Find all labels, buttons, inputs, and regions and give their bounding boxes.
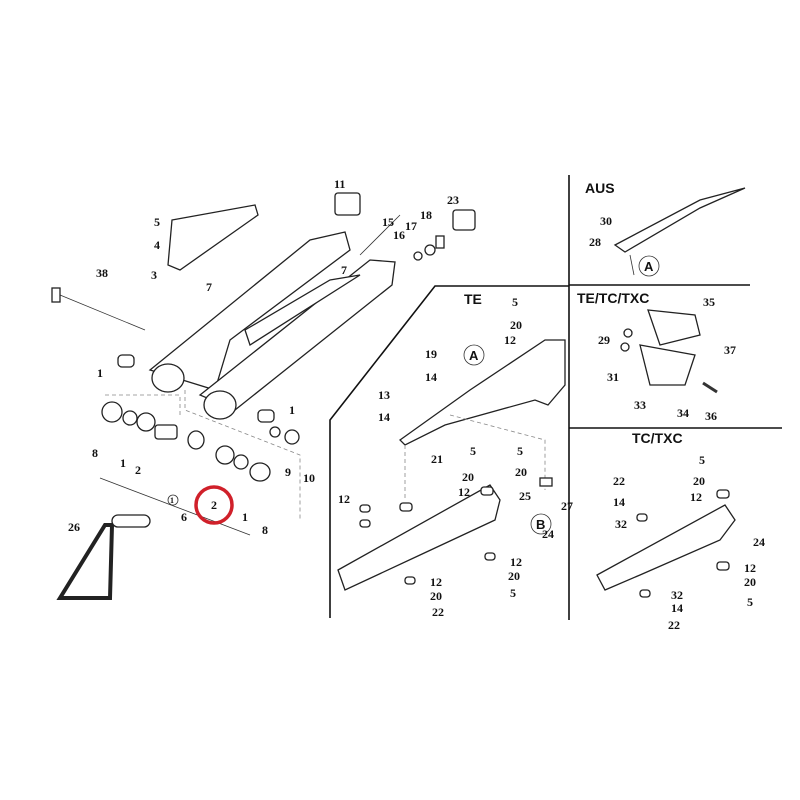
callout: 4 <box>154 238 160 252</box>
callout: 28 <box>589 235 601 249</box>
callout: 16 <box>393 228 405 242</box>
callout: 14 <box>671 601 683 615</box>
callout: 22 <box>668 618 680 632</box>
marker-b <box>530 513 552 535</box>
callout: 12 <box>510 555 522 569</box>
callout: 7 <box>206 280 212 294</box>
callout: 23 <box>447 193 459 207</box>
callout: 1 <box>97 366 103 380</box>
callout: 38 <box>96 266 108 280</box>
callout: 5 <box>154 215 160 229</box>
callout: 2 <box>135 463 141 477</box>
callout: 26 <box>68 520 80 534</box>
main-callouts: 11 5 4 3 38 7 7 15 16 17 18 23 1 1 8 1 2… <box>68 177 459 537</box>
callout: 32 <box>671 588 683 602</box>
section-dividers <box>329 175 782 620</box>
callout: 31 <box>607 370 619 384</box>
callout: 27 <box>561 499 573 513</box>
callout: 5 <box>512 295 518 309</box>
callout: 20 <box>430 589 442 603</box>
callout: 35 <box>703 295 715 309</box>
marker-a <box>463 344 485 366</box>
te-chainguide-drawing <box>337 339 566 591</box>
marker-a <box>638 255 660 277</box>
callout: 24 <box>542 527 554 541</box>
callout: 20 <box>515 465 527 479</box>
callout: 20 <box>510 318 522 332</box>
marker-a-label: A <box>644 259 654 274</box>
callout: 20 <box>508 569 520 583</box>
callout: 18 <box>420 208 432 222</box>
callout: 33 <box>634 398 646 412</box>
callout: 1 <box>120 456 126 470</box>
circled-note-label: 1 <box>170 496 174 505</box>
section-title-te-tc-txc: TE/TC/TXC <box>577 290 649 306</box>
callout: 32 <box>615 517 627 531</box>
callout: 20 <box>462 470 474 484</box>
callout: 36 <box>705 409 717 423</box>
callout: 20 <box>744 575 756 589</box>
callout: 29 <box>598 333 610 347</box>
callout: 19 <box>425 347 437 361</box>
callout: 22 <box>432 605 444 619</box>
callout: 12 <box>744 561 756 575</box>
callout: 10 <box>303 471 315 485</box>
marker-b-label: B <box>536 517 545 532</box>
callout-highlighted: 2 <box>211 498 217 512</box>
callout: 14 <box>378 410 390 424</box>
callout: 12 <box>458 485 470 499</box>
callout: 8 <box>92 446 98 460</box>
section-title-aus: AUS <box>585 180 615 196</box>
callout: 5 <box>470 444 476 458</box>
callout: 37 <box>724 343 736 357</box>
callout: 9 <box>285 465 291 479</box>
callout: 5 <box>699 453 705 467</box>
section-title-te: TE <box>464 291 482 307</box>
aus-drawing <box>613 187 746 276</box>
te-tc-txc-drawing <box>620 309 718 394</box>
callout: 20 <box>693 474 705 488</box>
callout: 12 <box>690 490 702 504</box>
callout: 13 <box>378 388 390 402</box>
callout: 11 <box>334 177 345 191</box>
tc-txc-drawing <box>596 489 736 598</box>
callout: 3 <box>151 268 157 282</box>
callout: 1 <box>289 403 295 417</box>
section-title-tc-txc: TC/TXC <box>632 430 683 446</box>
callout: 5 <box>510 586 516 600</box>
callout: 15 <box>382 215 394 229</box>
tc-txc-callouts: TC/TXC 5 22 20 12 14 32 24 12 20 5 32 14… <box>613 430 765 632</box>
callout: 14 <box>613 495 625 509</box>
callout: 22 <box>613 474 625 488</box>
callout: 6 <box>181 510 187 524</box>
callout: 21 <box>431 452 443 466</box>
callout: 7 <box>341 263 347 277</box>
callout: 12 <box>338 492 350 506</box>
callout: 24 <box>753 535 765 549</box>
callout: 5 <box>517 444 523 458</box>
callout: 17 <box>405 219 417 233</box>
highlight-circle <box>194 485 234 525</box>
callout: 34 <box>677 406 689 420</box>
callout: 25 <box>519 489 531 503</box>
aus-callouts: AUS 30 28 A <box>585 180 660 277</box>
callout: 12 <box>430 575 442 589</box>
swingarm-drawing <box>51 192 476 600</box>
te-tc-txc-callouts: TE/TC/TXC 35 29 31 37 33 34 36 <box>577 290 736 423</box>
callout: 5 <box>747 595 753 609</box>
callout: 8 <box>262 523 268 537</box>
circled-note-marker <box>167 494 179 506</box>
callout: 12 <box>504 333 516 347</box>
callout: 30 <box>600 214 612 228</box>
marker-a-label: A <box>469 348 479 363</box>
te-callouts: TE A B 5 20 12 19 14 13 14 21 5 20 12 5 … <box>338 291 573 619</box>
callout: 14 <box>425 370 437 384</box>
callout: 1 <box>242 510 248 524</box>
